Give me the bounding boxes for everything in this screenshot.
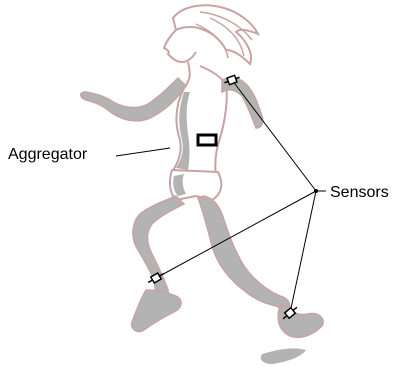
line-aggregator-leader: [116, 148, 170, 156]
line-shoulder-to-hub: [232, 80, 316, 191]
runner-hair: [173, 5, 258, 64]
runner-rear-shoe: [132, 290, 181, 332]
runner-front-arm: [222, 78, 263, 128]
runner-back-arm: [81, 78, 186, 121]
aggregator-marker-icon: [198, 135, 216, 145]
sensors-label: Sensors: [330, 185, 389, 201]
runner-rear-leg: [133, 196, 184, 301]
runner-front-shoe: [278, 306, 323, 337]
line-right-ankle-to-hub: [290, 191, 316, 313]
runner-shadow: [261, 348, 306, 364]
runner-figure-icon: [81, 5, 323, 364]
runner-face: [164, 30, 196, 62]
aggregator-label: Aggregator: [8, 147, 87, 163]
sensors-hub-dot: [314, 189, 318, 193]
